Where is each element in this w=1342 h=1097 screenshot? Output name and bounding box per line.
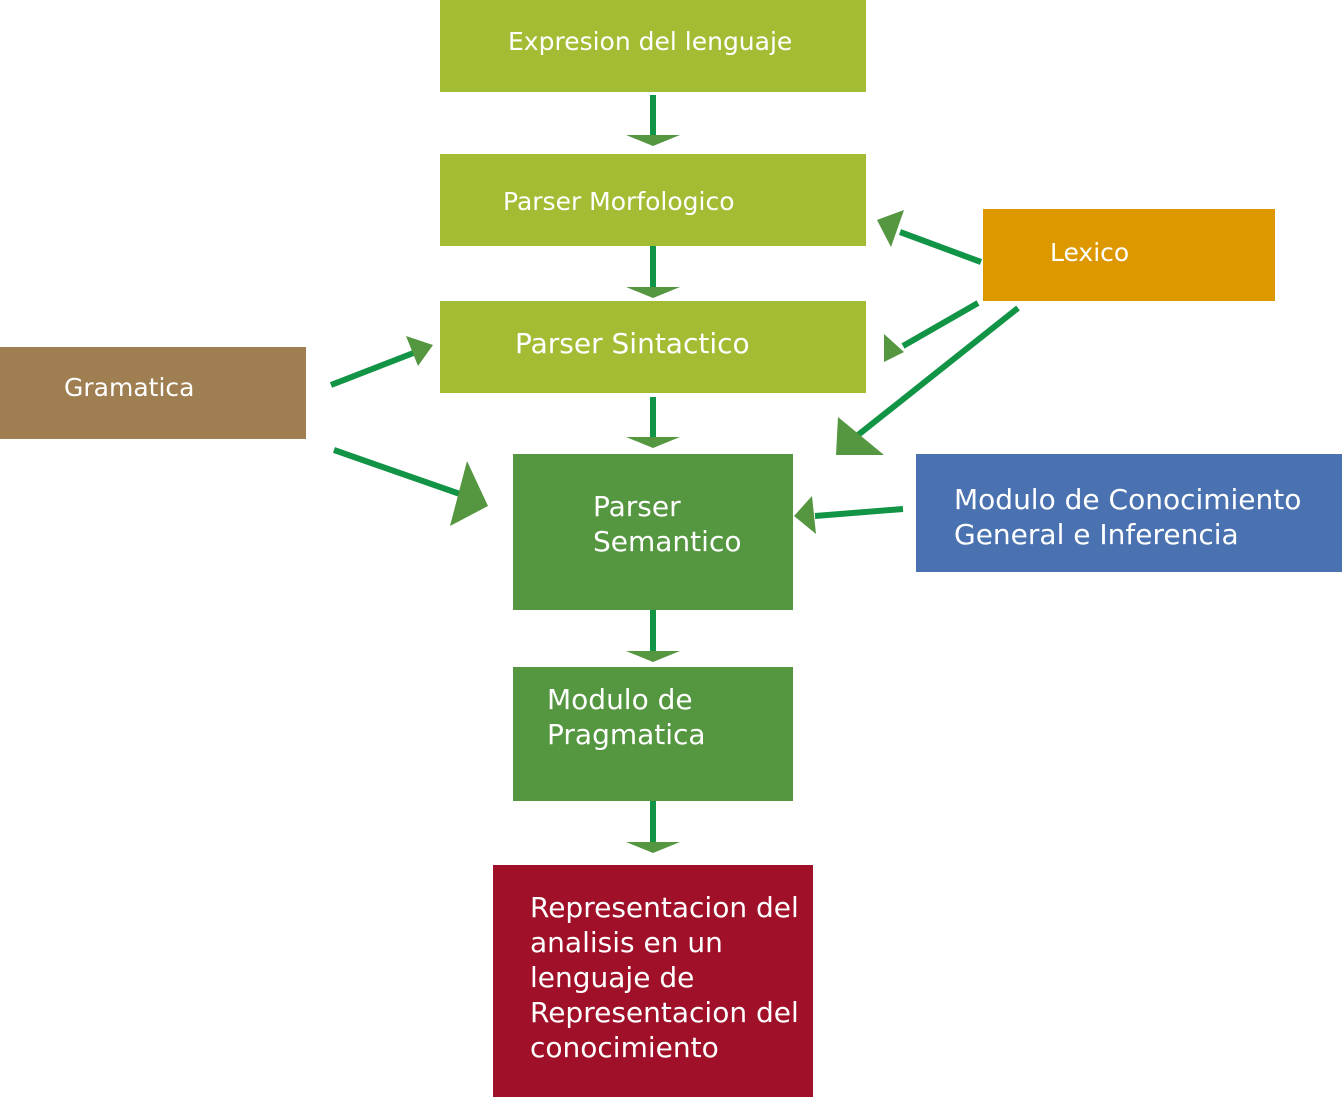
arrow-lexico-to-sintactico: [884, 300, 980, 362]
node-parser-semantico: Parser Semantico: [513, 454, 793, 610]
node-label: Expresion del lenguaje: [508, 27, 793, 56]
arrow-morfologico-to-sintactico: [626, 246, 680, 298]
node-expresion-del-lenguaje: Expresion del lenguaje: [440, 0, 866, 92]
arrow-semantico-to-pragmatica: [626, 610, 680, 662]
arrow-lexico-to-morfologico: [877, 210, 983, 265]
arrow-gramatica-to-sintactico: [329, 336, 433, 388]
node-label: Parser Morfologico: [503, 187, 735, 216]
node-gramatica: Gramatica: [0, 347, 306, 439]
node-label: Representacion del analisis en un lengua…: [530, 891, 799, 1064]
arrow-conocimiento-to-semantico: [794, 496, 904, 534]
node-label: Parser Semantico: [593, 490, 742, 558]
arrow-gramatica-to-semantico: [333, 447, 488, 526]
arrow-sintactico-to-semantico: [626, 397, 680, 448]
node-label: Modulo de Pragmatica: [547, 683, 706, 751]
arrow-expresion-to-morfologico: [626, 95, 680, 146]
node-label: Gramatica: [64, 373, 195, 402]
node-label: Modulo de Conocimiento General e Inferen…: [954, 483, 1302, 551]
arrow-pragmatica-to-representacion: [626, 801, 680, 853]
node-modulo-de-pragmatica: Modulo de Pragmatica: [513, 667, 793, 801]
node-label: Lexico: [1050, 238, 1130, 267]
node-label: Parser Sintactico: [515, 327, 750, 360]
node-parser-sintactico: Parser Sintactico: [440, 301, 866, 393]
node-parser-morfologico: Parser Morfologico: [440, 154, 866, 246]
node-modulo-de-conocimiento: Modulo de Conocimiento General e Inferen…: [916, 454, 1342, 572]
arrow-lexico-to-semantico: [836, 305, 1020, 455]
node-lexico: Lexico: [983, 209, 1275, 301]
node-representacion: Representacion del analisis en un lengua…: [493, 865, 813, 1097]
